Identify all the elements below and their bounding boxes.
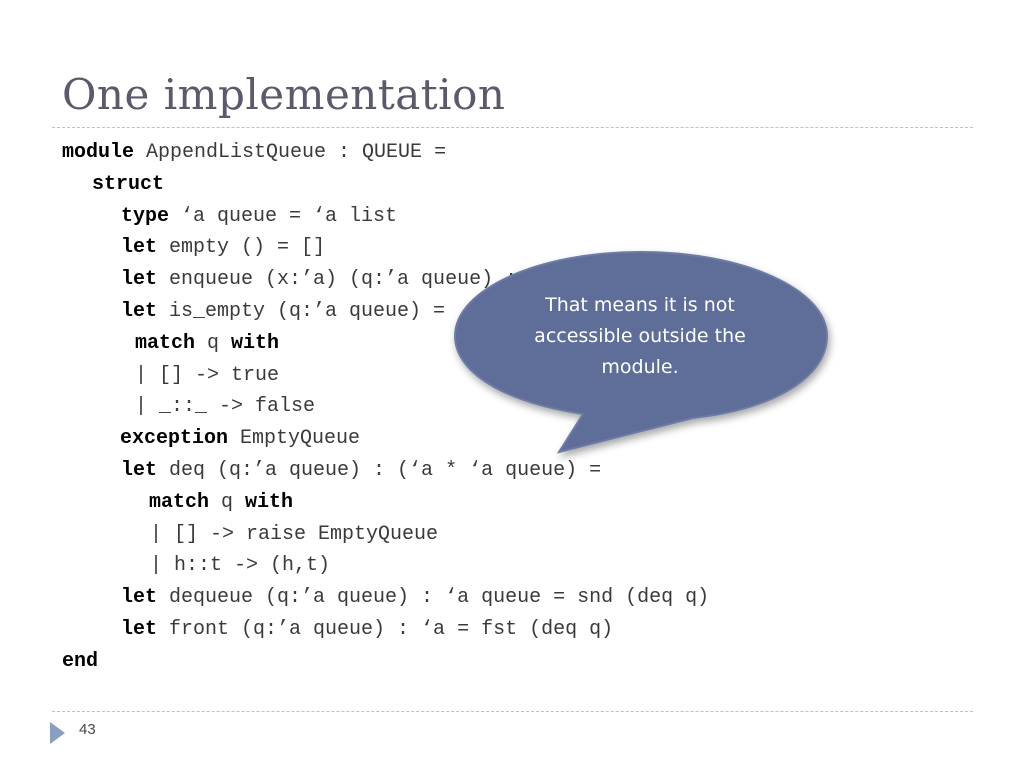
code-text: | [] -> true [135, 363, 280, 387]
callout-body [453, 250, 829, 454]
code-keyword: with [245, 490, 294, 514]
code-text: | [] -> raise EmptyQueue [150, 522, 439, 546]
code-line: let front (q:’a queue) : ‘a = fst (deq q… [62, 614, 745, 646]
code-line: let deq (q:’a queue) : (‘a * ‘a queue) = [62, 455, 745, 487]
code-line: let is_empty (q:’a queue) = [62, 296, 745, 328]
code-keyword: end [62, 649, 99, 673]
code-line: let dequeue (q:’a queue) : ‘a queue = sn… [62, 582, 745, 614]
code-text: EmptyQueue [228, 427, 361, 451]
code-text: | _::_ -> false [135, 395, 316, 419]
code-line: match q with [62, 328, 745, 360]
code-keyword: exception [120, 427, 229, 451]
code-keyword: let [121, 236, 158, 260]
slide-title: One implementation [62, 70, 506, 119]
code-text: q [209, 490, 246, 514]
code-line: | _::_ -> false [62, 391, 745, 423]
footer-divider [52, 711, 973, 712]
callout-text: That means it is not accessible outside … [534, 294, 746, 378]
code-line: | [] -> true [62, 360, 745, 392]
code-line: let empty () = [] [62, 232, 745, 264]
code-line: module AppendListQueue : QUEUE = [62, 137, 745, 169]
code-text: front (q:’a queue) : ‘a = fst (deq q) [157, 617, 614, 641]
code-keyword: let [121, 458, 158, 482]
code-keyword: struct [92, 172, 165, 196]
title-divider [52, 127, 973, 128]
code-line: end [62, 646, 745, 678]
code-text: deq (q:’a queue) : (‘a * ‘a queue) = [157, 458, 602, 482]
code-block: module AppendListQueue : QUEUE = struct … [62, 137, 745, 678]
triangle-bullet-icon [50, 722, 65, 744]
code-text: | h::t -> (h,t) [150, 554, 331, 578]
code-line: type ‘a queue = ‘a list [62, 201, 745, 233]
callout-bubble: That means it is not accessible outside … [453, 250, 829, 454]
code-keyword: with [231, 331, 280, 355]
code-keyword: let [121, 299, 158, 323]
code-text: dequeue (q:’a queue) : ‘a queue = snd (d… [157, 586, 710, 610]
code-text: ‘a queue = ‘a list [169, 204, 398, 228]
code-text: is_empty (q:’a queue) = [157, 299, 458, 323]
code-keyword: type [121, 204, 170, 228]
code-keyword: match [135, 331, 196, 355]
code-keyword: let [121, 268, 158, 292]
code-keyword: let [121, 586, 158, 610]
code-text: q [195, 331, 232, 355]
code-text: empty () = [] [157, 236, 326, 260]
code-keyword: module [62, 141, 135, 164]
code-line: exception EmptyQueue [62, 423, 745, 455]
code-line: match q with [62, 487, 745, 519]
code-line: | h::t -> (h,t) [62, 550, 745, 582]
code-line: struct [62, 169, 745, 201]
code-keyword: let [121, 617, 158, 641]
code-line: | [] -> raise EmptyQueue [62, 519, 745, 551]
callout-shape [453, 250, 829, 454]
code-text: AppendListQueue : QUEUE = [134, 141, 447, 164]
code-keyword: match [149, 490, 210, 514]
page-number: 43 [79, 721, 96, 738]
